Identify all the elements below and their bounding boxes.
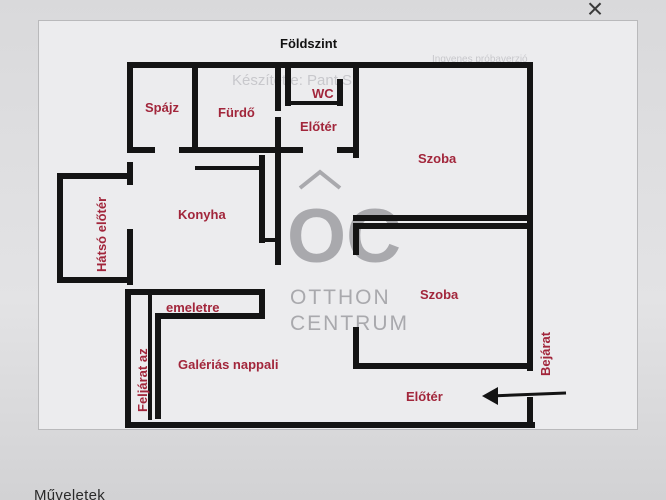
watermark-faint-corner: Ingyenes próbaverzió <box>432 54 528 65</box>
room-label-feljarat-az: Feljárat az <box>135 348 150 412</box>
watermark-line1: OTTHON <box>290 286 391 309</box>
room-label-galerias-nappali: Galériás nappali <box>178 357 278 372</box>
room-label-bejarat: Bejárat <box>538 331 553 376</box>
room-label-wc: WC <box>312 86 334 101</box>
close-icon[interactable]: × <box>586 0 604 24</box>
room-label-szoba-lower: Szoba <box>420 287 459 302</box>
room-label-hatso-eloter: Hátsó előtér <box>94 197 109 272</box>
room-label-konyha: Konyha <box>178 207 226 222</box>
room-label-eloter-bottom: Előtér <box>406 389 443 404</box>
room-label-spajz: Spájz <box>145 100 179 115</box>
entrance-arrow-icon <box>482 387 567 405</box>
floor-plan-card <box>38 20 638 430</box>
room-label-szoba-upper: Szoba <box>418 151 457 166</box>
walls <box>57 62 535 428</box>
floor-title: Földszint <box>280 36 338 51</box>
logo-roof-icon <box>298 169 342 190</box>
room-label-emeletre: emeletre <box>166 300 219 315</box>
room-label-furdo: Fürdő <box>218 105 255 120</box>
watermark-faint-top: Készítette: Pant S <box>232 72 352 89</box>
watermark-line2: CENTRUM <box>290 312 409 335</box>
watermark-logo-letters: OC <box>287 194 401 279</box>
otthon-centrum-logo: OC OTTHON CENTRUM <box>287 169 409 335</box>
room-label-eloter-top: Előtér <box>300 119 337 134</box>
section-heading-muveletek: Műveletek <box>34 487 106 500</box>
